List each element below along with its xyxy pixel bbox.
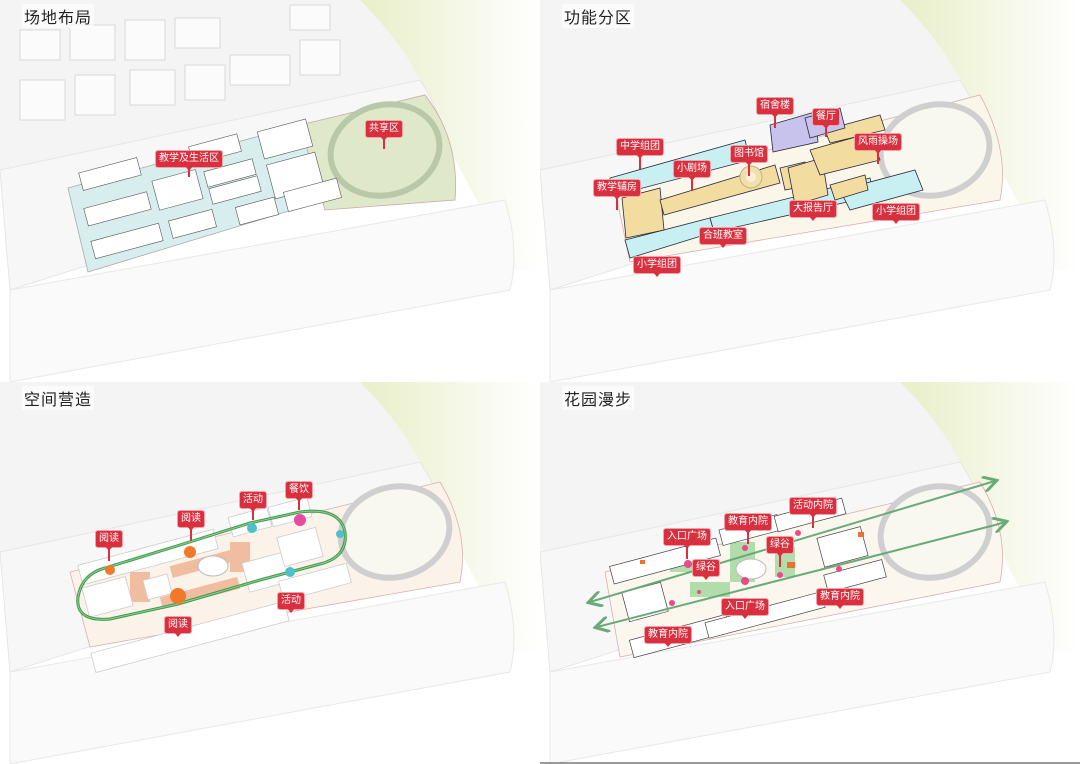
panel-garden-walk: 花园漫步 活动内院 教育内院 入口广场 绿谷 绿谷 教育内院 入口广场 教育内院 (540, 382, 1080, 764)
node-label: 入口广场 (663, 528, 711, 546)
zone-label: 大报告厅 (789, 200, 837, 218)
zone-label: 中学组团 (616, 138, 664, 156)
panel-site-layout: 场地布局 教学及生活区 共享区 (0, 0, 540, 382)
space-creation-map (0, 382, 540, 764)
node-label: 阅读 (164, 616, 192, 634)
garden-walk-map (540, 382, 1080, 764)
bottom-divider (540, 762, 1080, 764)
panel-functional-zoning: 功能分区 宿舍楼 餐厅 中学组团 图书馆 风雨操场 小剧场 教学辅房 大报告厅 … (540, 0, 1080, 382)
panel-space-creation: 空间营造 餐饮 活动 阅读 阅读 活动 阅读 (0, 382, 540, 764)
zone-label: 教学辅房 (593, 179, 641, 197)
node-label: 餐饮 (285, 481, 313, 499)
node-label: 入口广场 (721, 598, 769, 616)
panel-title: 空间营造 (22, 386, 95, 410)
zone-label: 餐厅 (812, 108, 840, 126)
zone-label: 合班教室 (699, 227, 747, 245)
panel-title: 花园漫步 (562, 386, 635, 410)
zone-label: 共享区 (365, 120, 403, 138)
zone-label: 图书馆 (730, 145, 768, 163)
node-label: 活动内院 (789, 497, 837, 515)
zone-label: 小学组团 (633, 256, 681, 274)
node-label: 阅读 (177, 510, 205, 528)
panel-title: 功能分区 (562, 4, 635, 28)
node-label: 教育内院 (724, 513, 772, 531)
site-layout-map (0, 0, 540, 382)
zone-label: 教学及生活区 (155, 150, 223, 168)
node-label: 绿谷 (766, 536, 794, 554)
node-label: 教育内院 (816, 588, 864, 606)
zone-label: 小学组团 (872, 203, 920, 221)
node-label: 绿谷 (692, 559, 720, 577)
node-label: 教育内院 (644, 626, 692, 644)
node-label: 活动 (239, 491, 267, 509)
node-label: 阅读 (95, 530, 123, 548)
panel-title: 场地布局 (22, 4, 95, 28)
zone-label: 小剧场 (673, 160, 711, 178)
zone-label: 宿舍楼 (756, 97, 794, 115)
node-label: 活动 (277, 592, 305, 610)
zone-label: 风雨操场 (854, 133, 902, 151)
functional-zoning-map (540, 0, 1080, 382)
